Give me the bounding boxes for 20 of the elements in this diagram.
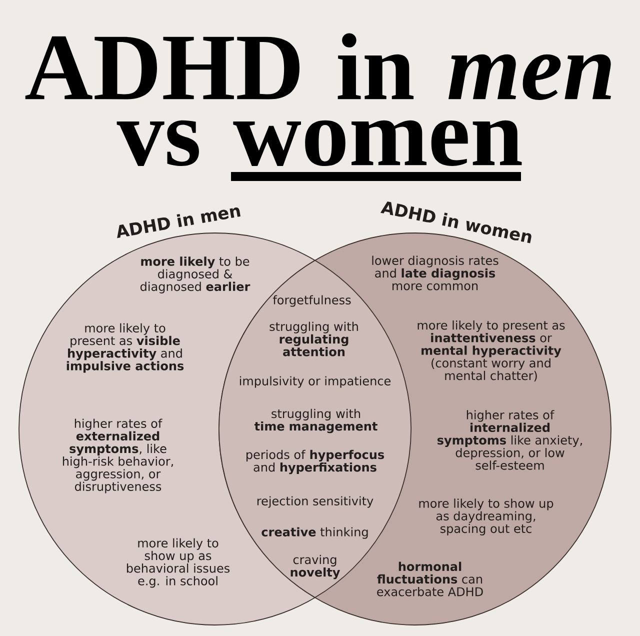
trait-text: rejection sensitivity xyxy=(257,496,374,508)
trait-text: more likely to present as inattentiveness or mental hyperactivity (constant worry and mental chatter) xyxy=(418,320,565,382)
trait-text: creative thinking xyxy=(262,527,368,539)
trait-text: struggling with regulating attention xyxy=(270,322,358,356)
trait-text: lower diagnosis rates and late diagnosis more common xyxy=(372,256,498,290)
trait-text: craving novelty xyxy=(290,554,340,580)
circle-heading: ADHD in women xyxy=(380,202,532,244)
trait-text: higher rates of internalized symptoms like anxiety, depression, or low self-esteem xyxy=(437,410,582,470)
trait-text: more likely to present as visible hyperactivity and impulsive actions xyxy=(66,323,184,373)
trait-text: more likely to show up as behavioral issues e.g. in school xyxy=(126,538,230,588)
trait-text: more likely to be diagnosed & diagnosed earlier xyxy=(140,256,250,294)
trait-text: more likely to show up as daydreaming, spacing out etc xyxy=(419,498,554,536)
trait-text: hormonal fluctuations can exacerbate ADHD xyxy=(377,562,483,596)
trait-text: impulsivity or impatience xyxy=(240,376,391,388)
title: ADHD in men vs women xyxy=(25,33,611,166)
circle-heading: ADHD in men xyxy=(117,207,240,238)
trait-text: struggling with time management xyxy=(254,408,378,434)
trait-text: forgetfulness xyxy=(272,295,351,307)
trait-text: higher rates of externalized symptoms, like high-risk behavior, aggression, or disruptiveness xyxy=(62,418,173,494)
trait-text: periods of hyperfocus and hyperfixations xyxy=(246,450,384,474)
